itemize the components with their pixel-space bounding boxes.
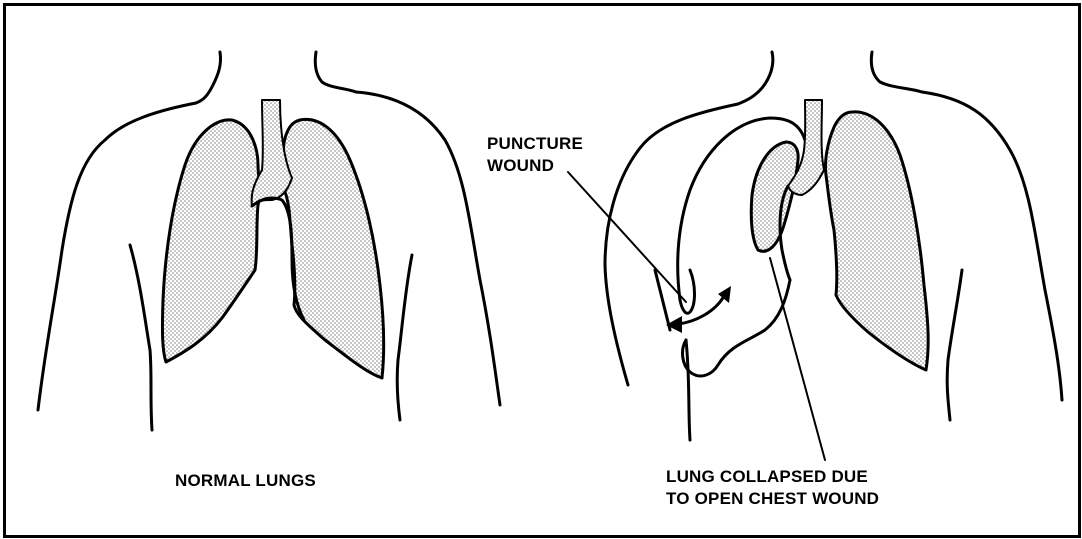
puncture-wound-label: PUNCTURE WOUND (487, 133, 583, 177)
right-fig-right-neck-line (871, 52, 922, 92)
wound-lower-flank (686, 340, 690, 440)
right-neck-line (315, 52, 356, 92)
normal-lungs-figure (38, 52, 500, 430)
normal-lungs-text: NORMAL LUNGS (175, 470, 316, 492)
wound-upper-lip (680, 270, 695, 313)
collapsed-lung-figure (568, 52, 1062, 460)
right-arm-inner (397, 255, 412, 420)
collapsed-lung-line1: LUNG COLLAPSED DUE (666, 466, 879, 488)
left-neck-line (196, 52, 221, 103)
right-fig-right-arm-inner (947, 270, 962, 420)
collapsed-lung-label: LUNG COLLAPSED DUE TO OPEN CHEST WOUND (666, 466, 879, 510)
puncture-wound-line2: WOUND (487, 155, 583, 177)
collapsed-side-healthy-lung (825, 112, 928, 370)
puncture-leader-line (568, 172, 686, 302)
right-fig-left-neck-line (738, 52, 773, 104)
normal-right-lung (283, 119, 384, 378)
puncture-wound-line1: PUNCTURE (487, 133, 583, 155)
left-arm-inner (130, 245, 152, 430)
wound-lower-lip (683, 280, 790, 376)
normal-lungs-label: NORMAL LUNGS (175, 470, 316, 492)
collapsed-leader-line (770, 258, 825, 460)
collapsed-lung (751, 142, 798, 251)
right-fig-left-arm-inner (655, 270, 670, 330)
right-fig-right-shoulder (922, 92, 1062, 400)
normal-left-lung (162, 120, 259, 362)
airflow-arrow (666, 286, 731, 333)
collapsed-lung-line2: TO OPEN CHEST WOUND (666, 488, 879, 510)
